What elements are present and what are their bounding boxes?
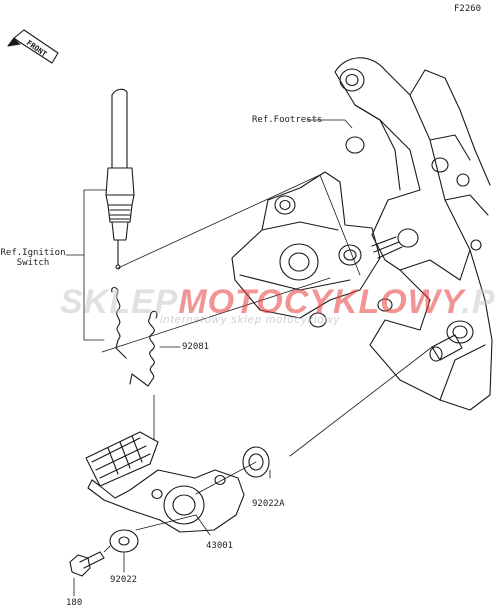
front-arrow-icon: FRONT xyxy=(7,29,59,64)
frame-bracket xyxy=(334,57,493,411)
washer-92022A xyxy=(242,446,270,478)
leader-lines xyxy=(65,119,433,597)
part-43001-label[interactable]: 43001 xyxy=(206,541,234,551)
bolt-180 xyxy=(69,551,105,577)
part-180-label[interactable]: 180 xyxy=(66,598,83,608)
washer-92022 xyxy=(109,529,139,553)
part-92081-label[interactable]: 92081 xyxy=(182,342,210,352)
ref-ignition-line1: Ref.Ignition xyxy=(0,248,66,258)
ref-footrests-label[interactable]: Ref.Footrests xyxy=(252,115,323,125)
ignition-switch xyxy=(105,88,135,270)
footrest-bracket xyxy=(231,171,381,328)
pivot-pin xyxy=(429,334,463,362)
part-92022-label[interactable]: 92022 xyxy=(110,575,138,585)
diagram-code: F2260 xyxy=(454,4,482,14)
brake-pedal xyxy=(85,431,245,533)
part-92022A-label[interactable]: 92022A xyxy=(252,499,285,509)
return-spring xyxy=(111,286,158,387)
ref-ignition-line2: Switch xyxy=(16,258,50,268)
ref-ignition-switch-label[interactable]: Ref.Ignition Switch xyxy=(0,248,66,268)
